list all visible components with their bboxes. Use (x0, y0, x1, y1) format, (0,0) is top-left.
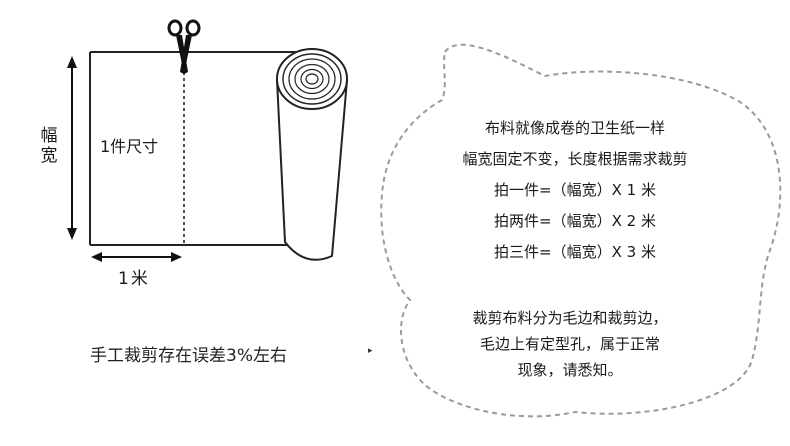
bubble-line-3: 拍一件=（幅宽）X 1 米 (494, 181, 656, 199)
bubble-note-line-1: 裁剪布料分为毛边和裁剪边， (472, 309, 668, 327)
bubble-line-1: 布料就像成卷的卫生纸一样 (484, 119, 665, 137)
length-dimension-arrow (91, 252, 182, 262)
piece-size-label: 1件尺寸 (100, 137, 159, 156)
play-arrow-icon: ▸ (368, 346, 373, 356)
bubble-note-line-3: 现象，请悉知。 (517, 361, 623, 379)
bubble-line-5: 拍三件=（幅宽）X 3 米 (494, 243, 656, 261)
width-dimension-arrow (67, 56, 77, 240)
speech-bubble (380, 43, 782, 418)
bubble-line-2: 幅宽固定不变，长度根据需求裁剪 (462, 150, 688, 168)
scissors-icon (167, 19, 201, 74)
fabric-roll (275, 48, 349, 261)
cut-error-note: 手工裁剪存在误差3%左右 (90, 346, 287, 366)
bubble-line-4: 拍两件=（幅宽）X 2 米 (494, 212, 656, 230)
length-label: 1米 (118, 269, 150, 289)
fabric-sheet (89, 51, 300, 246)
width-label: 幅宽 (40, 126, 58, 166)
bubble-note-line-2: 毛边上有定型孔，属于正常 (479, 335, 660, 353)
